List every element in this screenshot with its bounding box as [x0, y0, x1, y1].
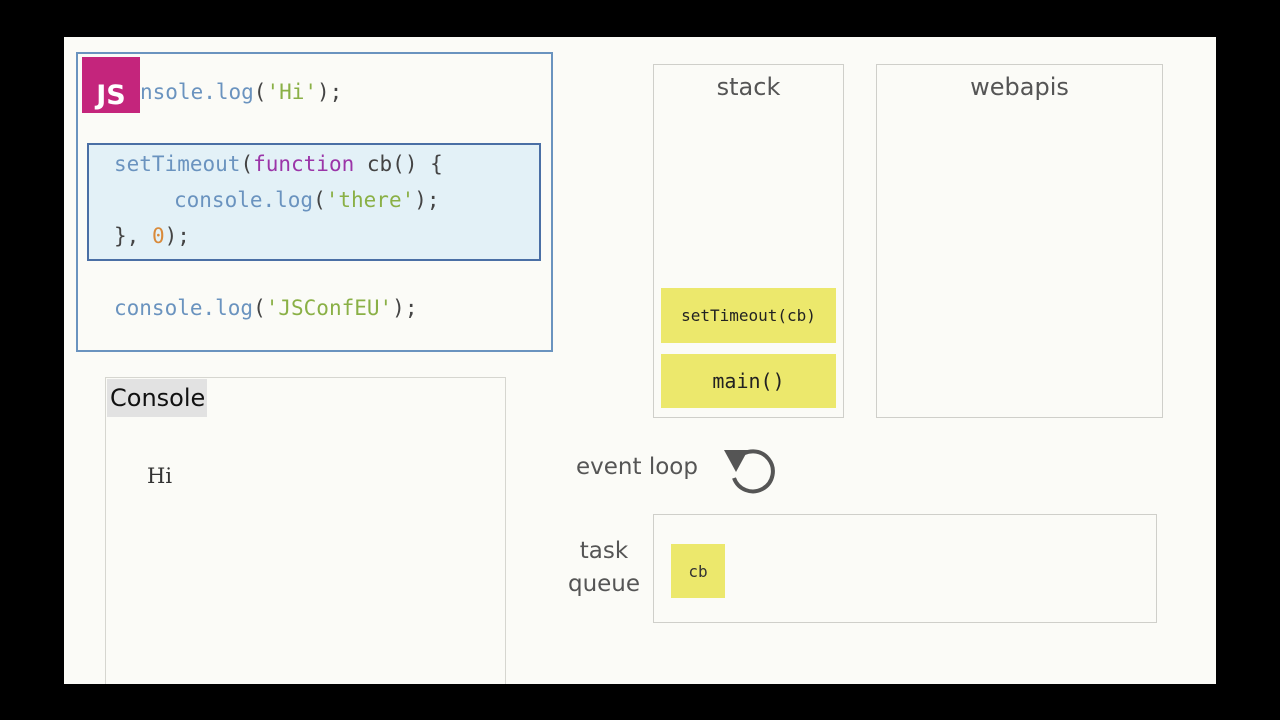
- stack-panel: stack setTimeout(cb) main(): [653, 64, 844, 418]
- console-title: Console: [107, 379, 207, 417]
- task-queue-item: cb: [671, 544, 725, 598]
- code-token: );: [317, 80, 343, 104]
- task-queue-label: task queue: [564, 535, 644, 601]
- code-token: (: [240, 152, 254, 176]
- code-token: );: [164, 224, 190, 248]
- task-queue-panel: cb: [653, 514, 1157, 623]
- code-token: console.log: [114, 296, 254, 320]
- code-token: );: [414, 188, 440, 212]
- console-output-line: Hi: [147, 464, 173, 488]
- code-line-3: console.log('there');: [174, 188, 440, 212]
- js-badge: JS: [82, 57, 140, 113]
- stack-title: stack: [716, 73, 781, 101]
- code-token: function: [253, 152, 355, 176]
- stack-frame: setTimeout(cb): [661, 288, 836, 343]
- code-box: JS nsole.log('Hi'); setTimeout(function …: [76, 52, 553, 352]
- code-token: console.log: [174, 188, 314, 212]
- console-panel: Console Hi: [105, 377, 506, 684]
- refresh-icon: [724, 449, 775, 494]
- code-token: );: [392, 296, 418, 320]
- code-token: 0: [151, 224, 165, 248]
- code-token: (: [253, 296, 266, 320]
- code-token: (: [313, 188, 326, 212]
- code-token: },: [114, 224, 152, 248]
- event-loop-label: event loop: [576, 454, 698, 480]
- code-token: 'JSConfEU': [265, 296, 393, 320]
- current-statement-highlight: [87, 143, 541, 261]
- code-line-2: setTimeout(function cb() {: [114, 152, 443, 176]
- code-token: 'Hi': [266, 80, 318, 104]
- webapis-title: webapis: [970, 73, 1069, 101]
- code-line-5: console.log('JSConfEU');: [114, 296, 417, 320]
- stack-frame: main(): [661, 354, 836, 408]
- slide: JS nsole.log('Hi'); setTimeout(function …: [64, 37, 1216, 684]
- code-line-1: nsole.log('Hi');: [140, 80, 342, 104]
- webapis-panel: webapis: [876, 64, 1163, 418]
- code-token: setTimeout: [114, 152, 241, 176]
- task-queue-label-line: task: [579, 538, 629, 564]
- code-token: 'there': [325, 188, 415, 212]
- code-line-4: }, 0);: [114, 224, 190, 248]
- code-token: (: [253, 80, 267, 104]
- task-queue-label-line: queue: [567, 571, 641, 597]
- code-token: cb() {: [354, 152, 443, 176]
- code-token: nsole.log: [140, 80, 254, 104]
